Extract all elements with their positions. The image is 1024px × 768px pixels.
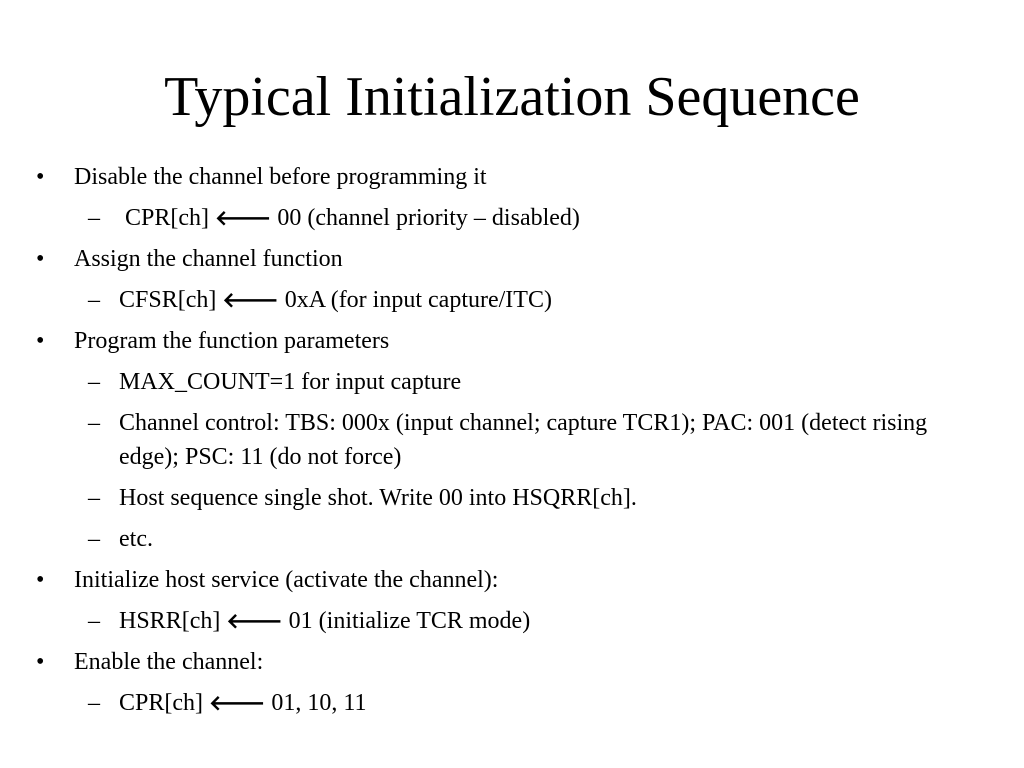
item-text-pre: HSRR[ch] xyxy=(119,608,227,634)
slide-title: Typical Initialization Sequence xyxy=(164,66,860,128)
dash-icon: – xyxy=(88,287,100,313)
dash-icon: – xyxy=(88,485,100,511)
bullet-icon: • xyxy=(36,328,45,354)
dash-icon: – xyxy=(88,205,100,231)
bullet-icon: • xyxy=(36,649,45,675)
item-text: Channel control: TBS: 000x (input channe… xyxy=(119,410,928,470)
item-text: Program the function parameters xyxy=(74,328,390,354)
dash-icon: – xyxy=(88,690,100,716)
list-item: • Enable the channel: xyxy=(0,645,1024,679)
bullet-icon: • xyxy=(36,567,45,593)
list-item: • Disable the channel before programming… xyxy=(0,160,1024,194)
item-text-post: 0xA (for input capture/ITC) xyxy=(278,287,552,313)
sub-list-item: – CPR[ch] 🡐 00 (channel priority – disab… xyxy=(0,201,1024,235)
item-text-post: 01, 10, 11 xyxy=(265,690,367,716)
dash-icon: – xyxy=(88,526,100,552)
item-text-post: 00 (channel priority – disabled) xyxy=(271,205,580,231)
sub-list-item: – CPR[ch] 🡐 01, 10, 11 xyxy=(0,686,1024,720)
item-text: Disable the channel before programming i… xyxy=(74,164,487,190)
sub-list-item: – MAX_COUNT=1 for input capture xyxy=(0,365,1024,399)
left-arrow-icon: 🡐 xyxy=(222,288,279,312)
item-text: MAX_COUNT=1 for input capture xyxy=(119,369,462,395)
item-text: Enable the channel: xyxy=(74,649,264,675)
dash-icon: – xyxy=(88,410,100,436)
item-text: Host sequence single shot. Write 00 into… xyxy=(119,485,637,511)
left-arrow-icon: 🡐 xyxy=(215,206,272,230)
item-text-post: 01 (initialize TCR mode) xyxy=(282,608,531,634)
item-text-pre: CPR[ch] xyxy=(119,690,209,716)
sub-list-item: – HSRR[ch] 🡐 01 (initialize TCR mode) xyxy=(0,604,1024,638)
item-text-pre: CPR[ch] xyxy=(119,205,215,231)
list-item: • Initialize host service (activate the … xyxy=(0,563,1024,597)
sub-list-item: – Host sequence single shot. Write 00 in… xyxy=(0,481,1024,515)
slide-body: • Disable the channel before programming… xyxy=(0,160,1024,727)
dash-icon: – xyxy=(88,608,100,634)
item-text: etc. xyxy=(119,526,153,552)
item-text: Initialize host service (activate the ch… xyxy=(74,567,499,593)
bullet-icon: • xyxy=(36,246,45,272)
dash-icon: – xyxy=(88,369,100,395)
list-item: • Program the function parameters xyxy=(0,324,1024,358)
left-arrow-icon: 🡐 xyxy=(226,609,283,633)
bullet-icon: • xyxy=(36,164,45,190)
sub-list-item: – Channel control: TBS: 000x (input chan… xyxy=(0,406,1024,474)
left-arrow-icon: 🡐 xyxy=(209,691,266,715)
sub-list-item: – CFSR[ch] 🡐 0xA (for input capture/ITC) xyxy=(0,283,1024,317)
list-item: • Assign the channel function xyxy=(0,242,1024,276)
item-text-pre: CFSR[ch] xyxy=(119,287,223,313)
sub-list-item: – etc. xyxy=(0,522,1024,556)
item-text: Assign the channel function xyxy=(74,246,343,272)
